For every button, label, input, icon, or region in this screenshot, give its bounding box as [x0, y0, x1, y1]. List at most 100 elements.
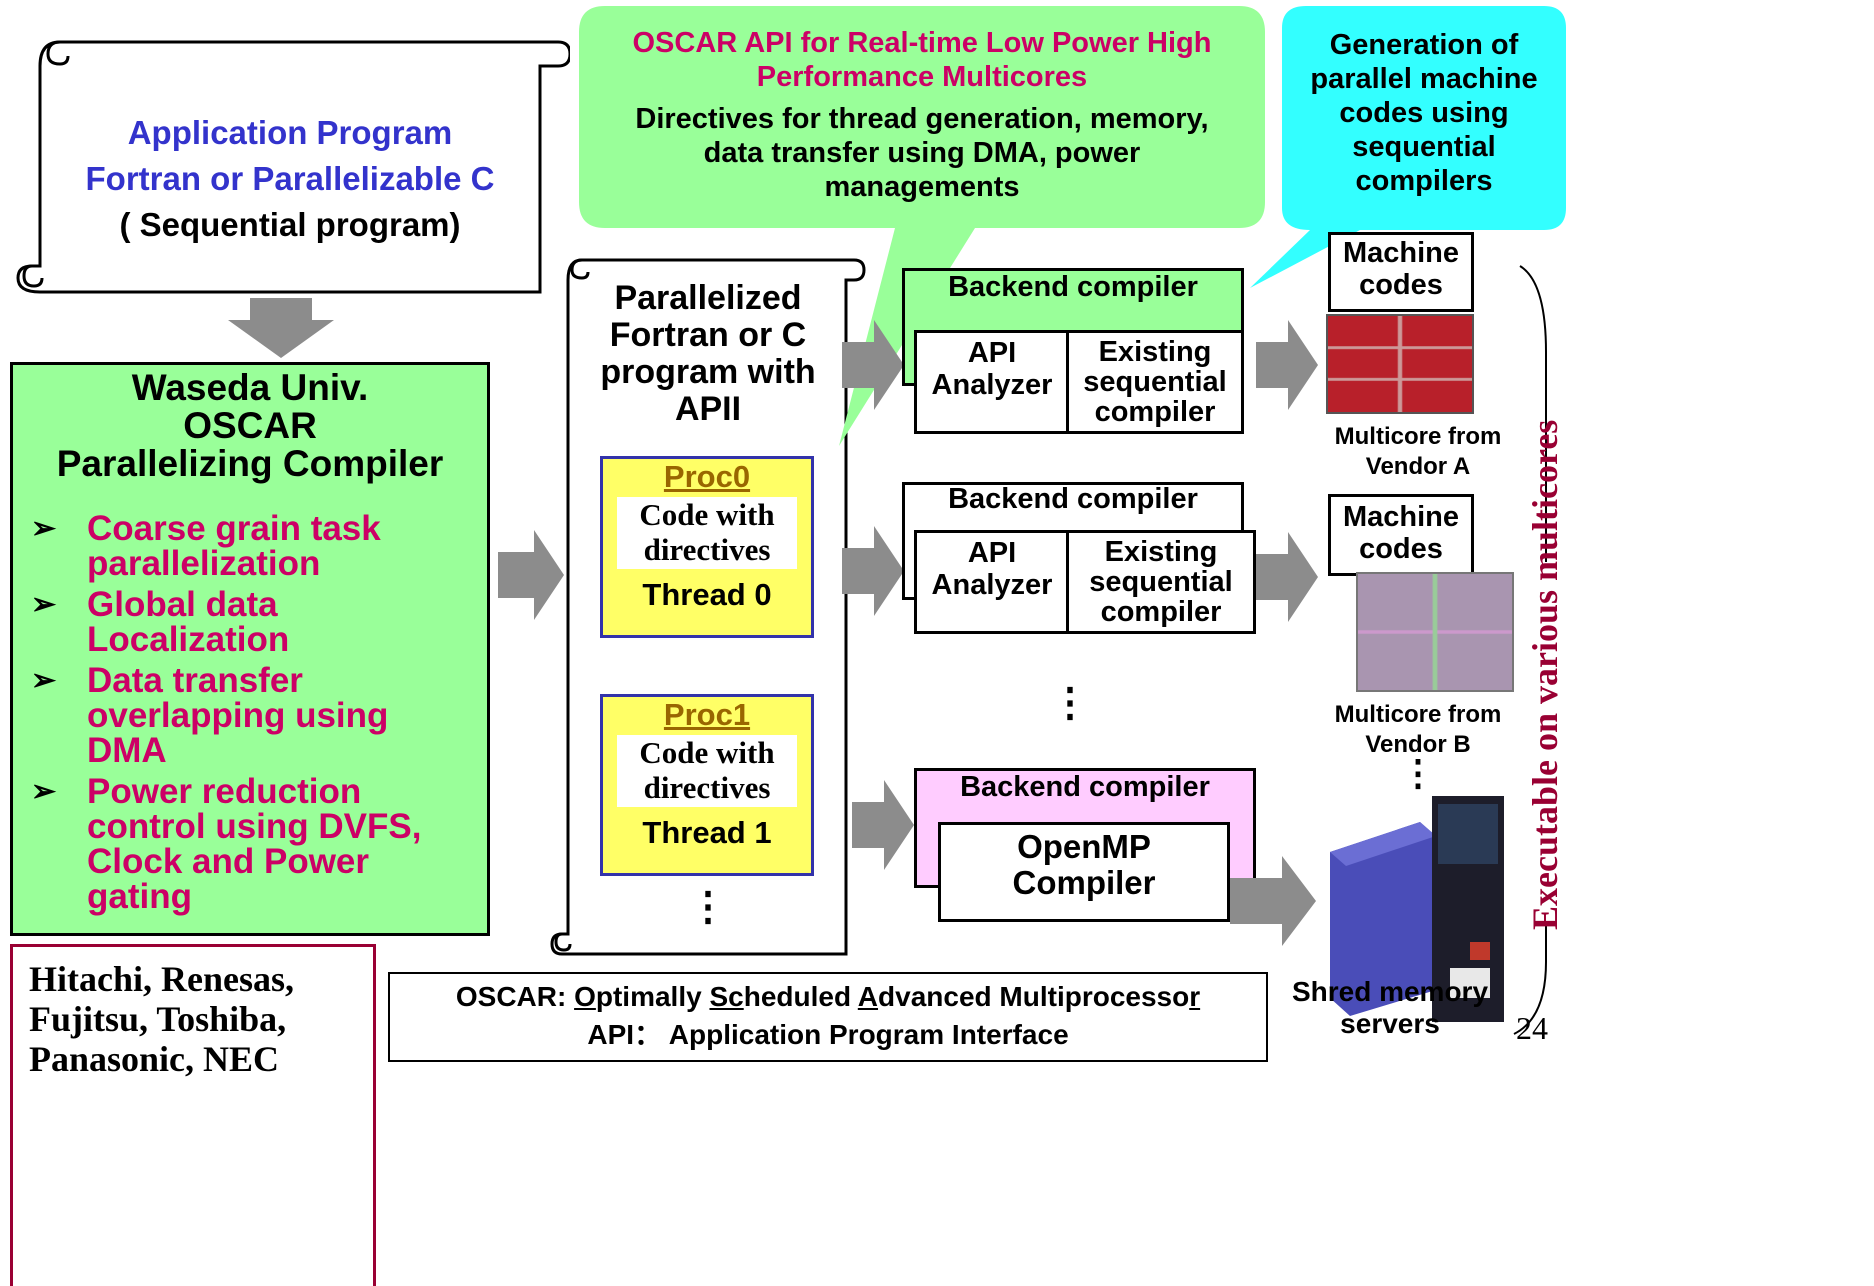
generation-line1: Generation of: [1329, 29, 1519, 61]
bullet-arrow-icon: ➢: [31, 775, 57, 808]
bullet-arrow-icon: ➢: [31, 588, 57, 621]
proc0-code: Code with directives: [617, 497, 797, 569]
right-arrow-icon: [852, 780, 914, 870]
existing-1-line1: Existing: [1098, 336, 1212, 368]
parallelized-line2: Fortran or C: [609, 316, 807, 354]
backend-1-title: Backend compiler: [948, 271, 1198, 303]
executable-vertical-text: Executable on various multicores: [1525, 419, 1565, 930]
target-ellipsis: ⋮: [1400, 752, 1436, 793]
machine-codes-a-line2: codes: [1359, 269, 1443, 301]
existing-compiler-1: Existing sequential compiler: [1066, 330, 1244, 434]
oscar-api-title2: Performance Multicores: [756, 61, 1088, 93]
machine-codes-b-line1: Machine: [1342, 501, 1460, 533]
parallelized-program-scroll: Parallelized Fortran or C program with A…: [548, 252, 868, 964]
openmp-compiler: OpenMP Compiler: [938, 822, 1230, 922]
api-analyzer-1-line2: Analyzer: [931, 369, 1053, 401]
right-arrow-icon: [842, 526, 904, 616]
proc0-thread: Thread 0: [642, 577, 772, 612]
legend-oscar-line: OSCAR: Optimally Scheduled Advanced Mult…: [455, 981, 1201, 1012]
vendor-b-line1: Multicore from: [1334, 701, 1502, 728]
generation-line2: parallel machine: [1310, 63, 1538, 95]
legend-box: OSCAR: Optimally Scheduled Advanced Mult…: [388, 972, 1268, 1062]
generation-line5: compilers: [1355, 165, 1493, 197]
generation-callout-shape: [1250, 6, 1566, 288]
right-arrow-icon: [498, 530, 564, 620]
api-analyzer-1: API Analyzer: [914, 330, 1070, 434]
compiler-title-line2: OSCAR: [183, 405, 317, 446]
backend-2-title: Backend compiler: [948, 483, 1198, 515]
generation-line3: codes using: [1339, 97, 1509, 129]
backend-3-title: Backend compiler: [960, 771, 1210, 803]
proc1-thread: Thread 1: [642, 815, 772, 850]
multicore-chip-a-image: [1326, 314, 1474, 414]
right-bracket: [1513, 265, 1547, 1035]
machine-codes-a: Machine codes: [1328, 232, 1474, 312]
app-program-line3: ( Sequential program): [119, 206, 461, 243]
down-arrow-icon: [228, 298, 334, 358]
servers-line1: Shred memory: [1291, 976, 1489, 1007]
existing-2-line1: Existing: [1104, 536, 1218, 568]
machine-codes-b: Machine codes: [1328, 494, 1474, 576]
application-program-scroll: Application Program Fortran or Paralleli…: [10, 30, 570, 300]
right-arrow-icon: [842, 320, 904, 410]
right-arrow-icon: [1256, 532, 1318, 622]
openmp-line1: OpenMP: [1017, 828, 1151, 865]
oscar-api-body1: Directives for thread generation, memory…: [635, 103, 1209, 135]
companies-line3: Panasonic, NEC: [29, 1039, 280, 1079]
companies-line2: Fujitsu, Toshiba,: [29, 999, 287, 1039]
api-analyzer-2-line2: Analyzer: [931, 569, 1053, 601]
page-number: 24: [1516, 1010, 1548, 1046]
proc1-code-line2: directives: [643, 770, 771, 805]
proc0-code-line2: directives: [643, 532, 771, 567]
api-analyzer-2-line1: API: [967, 537, 1017, 569]
existing-2-line3: compiler: [1100, 596, 1222, 628]
api-analyzer-2: API Analyzer: [914, 530, 1070, 634]
proc1-code: Code with directives: [617, 735, 797, 807]
servers-line2: servers: [1340, 1008, 1440, 1039]
generation-line4: sequential: [1352, 131, 1496, 163]
bullet-arrow-icon: ➢: [31, 664, 57, 697]
right-arrow-icon: [1230, 856, 1316, 946]
compiler-title-line3: Parallelizing Compiler: [56, 443, 444, 484]
proc0-box: Proc0 Code with directives Thread 0: [600, 456, 814, 638]
bullet-arrow-icon: ➢: [31, 512, 57, 545]
right-arrow-icon: [1256, 320, 1318, 410]
proc0-label: Proc0: [663, 459, 751, 494]
app-program-line2: Fortran or Parallelizable C: [85, 160, 495, 197]
existing-2-line2: sequential: [1089, 566, 1233, 598]
companies-line1: Hitachi, Renesas,: [29, 959, 294, 999]
vendor-a-line2: Vendor A: [1365, 453, 1471, 480]
proc0-code-line1: Code with: [639, 497, 775, 532]
existing-1-line3: compiler: [1094, 396, 1216, 428]
proc-ellipsis: ⋮: [688, 885, 728, 929]
legend-api-line: API： Application Program Interface: [587, 1019, 1069, 1050]
compiler-title-line1: Waseda Univ.: [131, 367, 369, 408]
parallelized-line4: APII: [674, 390, 742, 428]
parallelized-line3: program with: [600, 353, 816, 391]
machine-codes-a-line1: Machine: [1342, 237, 1460, 269]
backend-ellipsis: ⋮: [1050, 681, 1090, 725]
proc1-box: Proc1 Code with directives Thread 1: [600, 694, 814, 876]
companies-box: Hitachi, Renesas, Fujitsu, Toshiba, Pana…: [10, 944, 376, 1286]
oscar-api-title1: OSCAR API for Real-time Low Power High: [632, 27, 1212, 59]
openmp-line2: Compiler: [1012, 864, 1156, 901]
oscar-api-body3: managements: [824, 171, 1020, 203]
multicore-chip-b-image: [1356, 572, 1514, 692]
shared-memory-servers-image: [1330, 796, 1504, 1022]
proc1-code-line1: Code with: [639, 735, 775, 770]
vendor-a-line1: Multicore from: [1334, 423, 1502, 450]
oscar-api-callout-shape: [579, 6, 1265, 446]
proc1-label: Proc1: [663, 697, 751, 732]
machine-codes-b-line2: codes: [1359, 533, 1443, 565]
parallelized-line1: Parallelized: [614, 279, 802, 317]
api-analyzer-1-line1: API: [967, 337, 1017, 369]
scroll-outline: [16, 40, 570, 294]
existing-compiler-2: Existing sequential compiler: [1066, 530, 1256, 634]
app-program-line1: Application Program: [127, 114, 453, 151]
oscar-compiler-box: Waseda Univ. OSCAR Parallelizing Compile…: [10, 362, 490, 936]
